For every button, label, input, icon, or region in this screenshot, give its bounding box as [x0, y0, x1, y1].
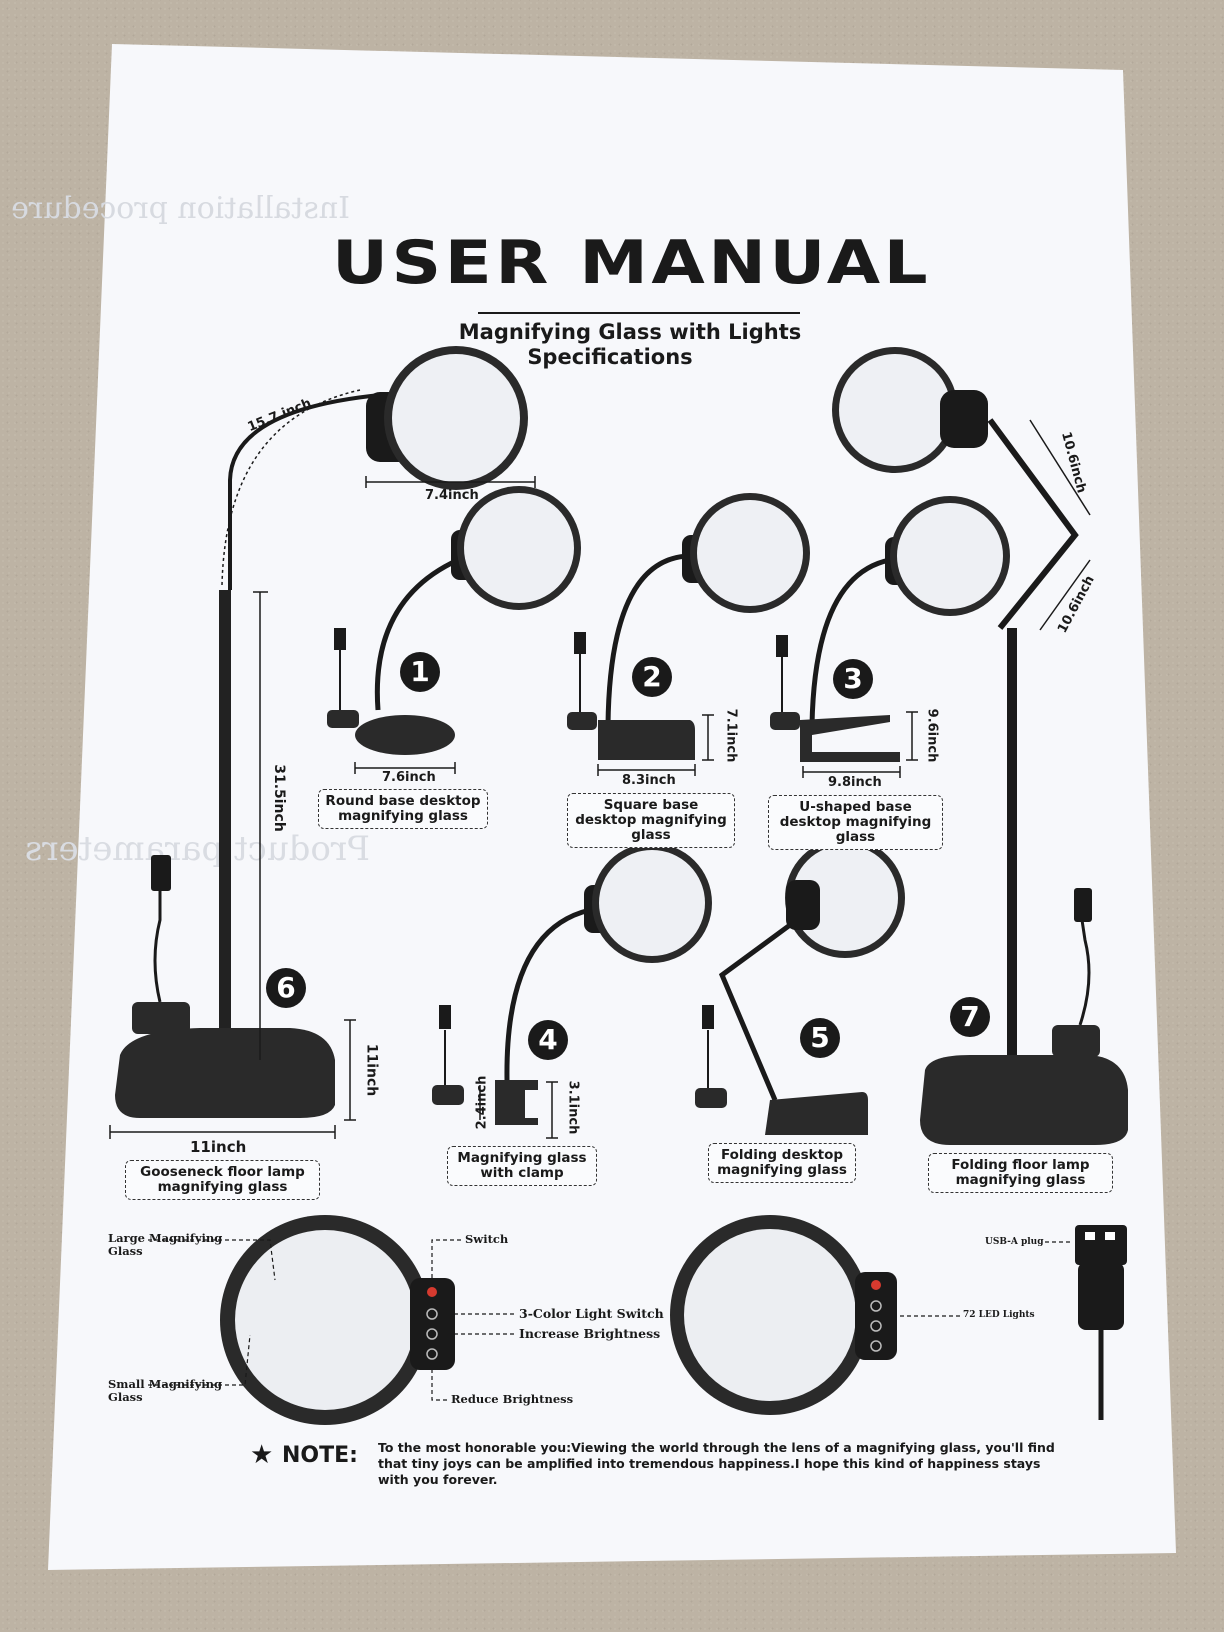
- model-label-3: U-shaped base desktop magnifying glass: [768, 795, 943, 850]
- dim-clamp-opening: 2.4inch: [474, 1075, 490, 1130]
- dim-square-height: 7.1inch: [723, 708, 739, 763]
- callout-large-lens: Large Magnifying Glass: [108, 1231, 223, 1258]
- manual-title: USER MANUAL: [332, 228, 932, 298]
- dim-round-base: 7.6inch: [382, 770, 436, 785]
- svg-text:Installation procedure: Installation procedure: [11, 191, 350, 226]
- star-icon: ★: [250, 1440, 274, 1470]
- lamp-5-drawing: [695, 838, 905, 1135]
- dim-clamp-depth: 3.1inch: [565, 1080, 581, 1135]
- dim-floor-base-width: 11inch: [190, 1138, 247, 1156]
- callout-reduce: Reduce Brightness: [451, 1392, 574, 1406]
- lens-head-6: [365, 346, 536, 490]
- model-number-2: 2: [632, 657, 672, 697]
- model-label-6: Gooseneck floor lamp magnifying glass: [125, 1160, 320, 1200]
- callout-leds: 72 LED Lights: [963, 1310, 1035, 1320]
- dim-u-height: 9.6inch: [924, 708, 940, 763]
- dim-u-base: 9.8inch: [828, 775, 882, 790]
- lamp-3-drawing: [770, 496, 1010, 778]
- model-number-1: 1: [400, 652, 440, 692]
- model-number-6: 6: [266, 968, 306, 1008]
- floor-lamp-7-drawing: [832, 347, 1128, 1145]
- callout-switch: Switch: [465, 1232, 509, 1246]
- lamp-1-drawing: [327, 486, 581, 774]
- svg-text:Product parameters: Product parameters: [25, 829, 370, 869]
- dim-lens-width: 7.4inch: [425, 488, 479, 503]
- floor-lamp-6-drawing: [109, 389, 381, 1139]
- callout-color-switch: 3-Color Light Switch: [519, 1306, 664, 1321]
- model-label-5: Folding desktop magnifying glass: [708, 1143, 856, 1183]
- callout-usb: USB-A plug: [985, 1237, 1044, 1247]
- model-number-3: 3: [833, 659, 873, 699]
- dim-pole-height: 31.5inch: [270, 764, 287, 832]
- model-label-1: Round base desktop magnifying glass: [318, 789, 488, 829]
- subtitle-line1: Magnifying Glass with Lights: [458, 320, 802, 344]
- subtitle-line2: Specifications: [527, 345, 693, 369]
- lens-detail-left: [148, 1215, 515, 1425]
- note-heading: NOTE:: [282, 1443, 358, 1468]
- callout-small-lens: Small Magnifying Glass: [108, 1377, 223, 1404]
- model-label-7: Folding floor lamp magnifying glass: [928, 1153, 1113, 1193]
- model-number-5: 5: [800, 1018, 840, 1058]
- callout-increase: Increase Brightness: [519, 1326, 661, 1341]
- lamp-4-drawing: [432, 843, 712, 1139]
- dim-square-base: 8.3inch: [622, 773, 676, 788]
- lamp-2-drawing: [567, 493, 810, 776]
- model-label-2: Square base desktop magnifying glass: [567, 793, 735, 848]
- dim-floor-base-height: 11inch: [363, 1043, 380, 1097]
- lens-detail-right: [670, 1215, 1127, 1420]
- note-text: To the most honorable you:Viewing the wo…: [378, 1440, 1055, 1487]
- model-number-7: 7: [950, 997, 990, 1037]
- model-label-4: Magnifying glass with clamp: [447, 1146, 597, 1186]
- model-number-4: 4: [528, 1020, 568, 1060]
